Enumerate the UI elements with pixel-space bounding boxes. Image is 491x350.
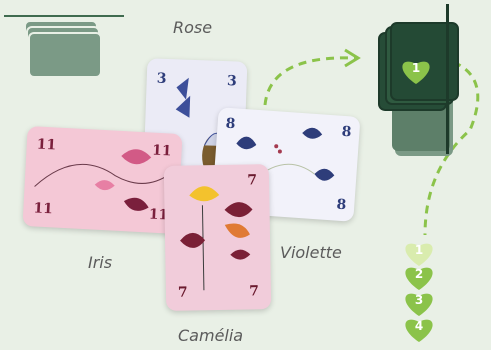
label-rose: Rose	[173, 18, 212, 37]
card-camelia[interactable]: 7 7 7	[164, 164, 272, 311]
label-iris: Iris	[88, 253, 112, 272]
iris-flower-icon	[22, 126, 182, 234]
track-heart-4: 4	[402, 314, 436, 344]
player-heart-value: 1	[399, 61, 433, 75]
deck-card-back	[28, 32, 102, 78]
camelia-flower-icon	[164, 164, 272, 311]
draw-deck[interactable]	[0, 0, 130, 80]
deck-top-line	[4, 15, 124, 17]
card-iris[interactable]: 11 11 11 11	[22, 126, 182, 234]
track-heart-2-label: 2	[402, 267, 436, 281]
player-deck-divider	[446, 4, 449, 154]
label-violette: Violette	[280, 243, 342, 262]
track-heart-3-label: 3	[402, 293, 436, 307]
player-heart-icon: 1	[399, 56, 433, 86]
score-track: 1 2 3 4	[402, 238, 452, 350]
track-heart-4-label: 4	[402, 319, 436, 333]
arrow-to-deck	[265, 58, 355, 105]
track-heart-1-label: 1	[402, 243, 436, 257]
label-camelia: Camélia	[178, 326, 243, 345]
player-deck[interactable]: 1	[370, 18, 460, 148]
